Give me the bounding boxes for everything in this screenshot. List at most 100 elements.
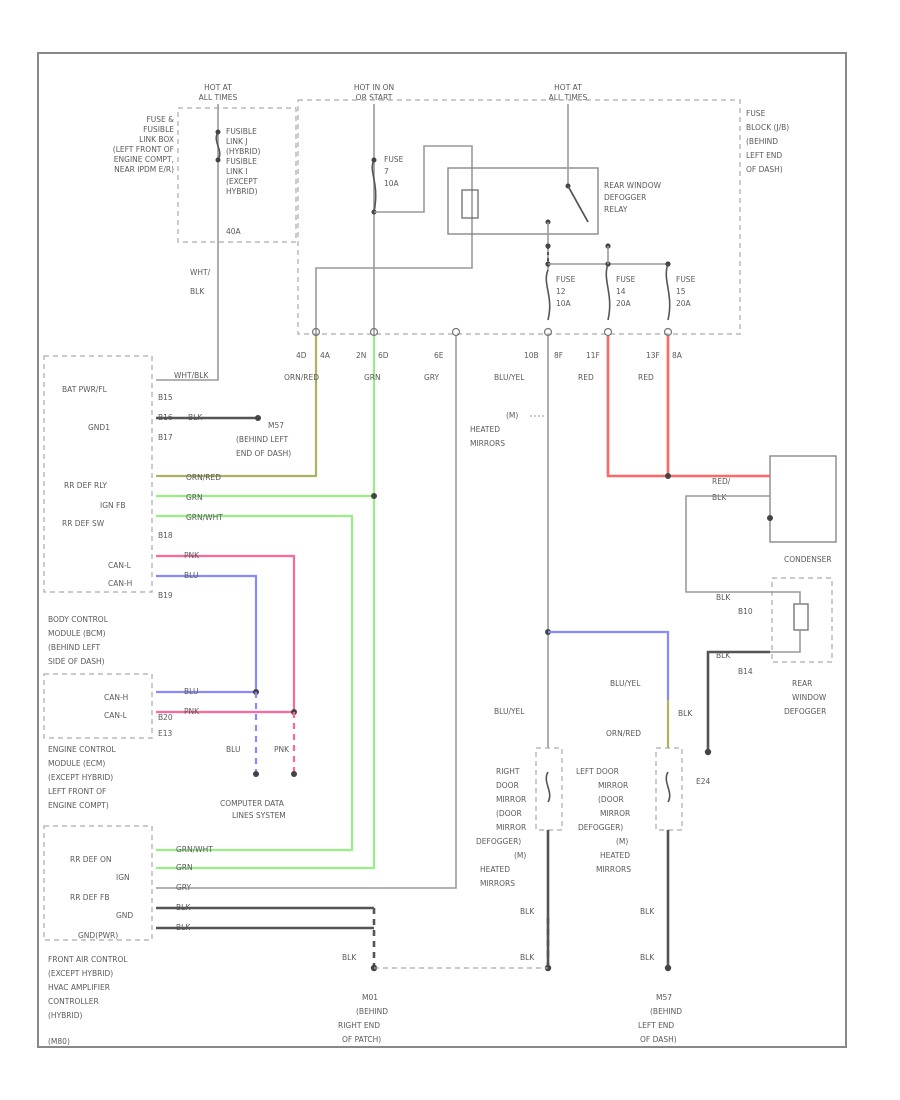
svg-text:10A: 10A <box>556 299 572 308</box>
svg-text:SIDE OF DASH): SIDE OF DASH) <box>48 657 105 666</box>
wht-blk-label: WHT/ BLK <box>190 268 211 296</box>
rear-window-defogger <box>771 577 833 663</box>
label-red-2: RED <box>638 373 654 382</box>
fuse-block-description: FUSE BLOCK (J/B) (BEHIND LEFT END OF DAS… <box>746 109 789 174</box>
svg-text:4A: 4A <box>320 351 331 360</box>
svg-text:OF PATCH): OF PATCH) <box>342 1035 381 1044</box>
fuse-block-jb <box>297 99 741 335</box>
svg-text:FUSE: FUSE <box>746 109 766 118</box>
svg-text:MIRRORS: MIRRORS <box>470 439 505 448</box>
svg-text:CONTROLLER: CONTROLLER <box>48 997 99 1006</box>
svg-text:RED/: RED/ <box>712 477 731 486</box>
svg-text:(BEHIND: (BEHIND <box>746 137 778 146</box>
svg-text:MODULE (BCM): MODULE (BCM) <box>48 629 106 638</box>
svg-text:(M): (M) <box>506 411 518 420</box>
ecm-pins: CAN-H CAN-L E13 <box>104 693 173 738</box>
fuse7-label: FUSE 7 10A <box>384 155 404 188</box>
fuse7-element <box>371 159 377 213</box>
svg-text:CAN-H: CAN-H <box>108 579 132 588</box>
fuse7-node-top <box>371 157 377 163</box>
bcm-wire-wht-blk: WHT/BLK <box>174 371 209 380</box>
svg-text:DEFOGGER): DEFOGGER) <box>476 837 521 846</box>
svg-text:11F: 11F <box>586 351 600 360</box>
wire-blu-can-h <box>156 574 258 692</box>
condenser <box>769 455 837 543</box>
hot-mid-line1: HOT IN ON <box>354 83 394 92</box>
svg-text:(HYBRID): (HYBRID) <box>48 1011 82 1020</box>
label-blk-c: BLK <box>678 709 693 718</box>
svg-text:RIGHT END: RIGHT END <box>338 1021 380 1030</box>
ground-e24: E24 <box>696 777 711 786</box>
label-blu-yel-right: BLU/YEL <box>494 707 525 716</box>
svg-text:DEFOGGER: DEFOGGER <box>604 193 646 202</box>
rear-window-defogger-relay <box>447 167 599 235</box>
svg-text:(EXCEPT HYBRID): (EXCEPT HYBRID) <box>48 773 113 782</box>
defogger-feed <box>770 591 801 604</box>
hot-in-on-or-start: HOT IN ON OR START <box>354 83 394 102</box>
wire-red-fuse14 <box>606 336 668 478</box>
svg-text:RELAY: RELAY <box>604 205 628 214</box>
svg-text:FUSIBLE: FUSIBLE <box>143 125 174 134</box>
fusible-link-node-bot <box>215 157 221 163</box>
ecm-description: ENGINE CONTROL MODULE (ECM) (EXCEPT HYBR… <box>48 745 117 810</box>
hot-left-line1: HOT AT <box>204 83 232 92</box>
fusible-link-description: FUSIBLE LINK J (HYBRID) FUSIBLE LINK I (… <box>226 127 260 236</box>
relay-label: REAR WINDOW DEFOGGER RELAY <box>604 181 662 214</box>
defogger-label: REAR WINDOW DEFOGGER <box>784 679 827 716</box>
label-gry: GRY <box>424 373 440 382</box>
engine-control-module <box>43 673 153 739</box>
label-blk-d: BLK <box>520 907 535 916</box>
svg-text:6E: 6E <box>434 351 444 360</box>
label-blk-e: BLK <box>520 953 535 962</box>
svg-text:RR DEF FB: RR DEF FB <box>70 893 109 902</box>
label-orn-red-left: ORN/RED <box>606 729 641 738</box>
svg-text:M01: M01 <box>362 993 378 1002</box>
svg-text:RR DEF SW: RR DEF SW <box>62 519 105 528</box>
label-blu-yel-top: BLU/YEL <box>494 373 525 382</box>
svg-text:COMPUTER DATA: COMPUTER DATA <box>220 799 285 808</box>
svg-text:FUSE &: FUSE & <box>146 115 174 124</box>
svg-text:6D: 6D <box>378 351 389 360</box>
svg-text:REAR: REAR <box>792 679 812 688</box>
left-mirror-element <box>665 771 671 803</box>
fuse14-label: FUSE 14 20A <box>616 275 636 308</box>
svg-text:HEATED: HEATED <box>480 865 510 874</box>
svg-text:END OF DASH): END OF DASH) <box>236 449 291 458</box>
bcm-wire-orn-red: ORN/RED <box>186 473 221 482</box>
fuse-link-box-description: FUSE & FUSIBLE LINK BOX (LEFT FRONT OF E… <box>113 115 174 174</box>
svg-text:BAT PWR/FL: BAT PWR/FL <box>62 385 108 394</box>
computer-data-lines-system: COMPUTER DATA LINES SYSTEM <box>220 799 286 820</box>
ground-e24-point <box>704 748 712 756</box>
svg-text:(LEFT FRONT OF: (LEFT FRONT OF <box>113 145 174 154</box>
svg-text:RR DEF ON: RR DEF ON <box>70 855 112 864</box>
svg-text:M57: M57 <box>656 993 672 1002</box>
ground-m01-label: M01 (BEHIND RIGHT END OF PATCH) <box>338 993 388 1044</box>
heated-mirrors-tag: (M) HEATED MIRRORS <box>470 411 518 448</box>
svg-text:40A: 40A <box>226 227 242 236</box>
svg-text:7: 7 <box>384 167 389 176</box>
data-lines-blu-label: BLU <box>226 745 240 754</box>
svg-text:B18: B18 <box>158 531 173 540</box>
diagram-frame <box>37 52 847 1048</box>
svg-text:CAN-L: CAN-L <box>108 561 132 570</box>
fusible-link-element <box>215 131 221 161</box>
label-blk-ground-m01: BLK <box>342 953 357 962</box>
svg-text:MIRRORS: MIRRORS <box>596 865 631 874</box>
svg-text:15: 15 <box>676 287 686 296</box>
bcm-ground-point <box>255 415 261 421</box>
front-air-control <box>43 825 153 941</box>
condenser-terminal <box>767 515 773 521</box>
svg-text:DEFOGGER): DEFOGGER) <box>578 823 623 832</box>
relay-coil <box>461 189 479 219</box>
svg-text:BLK: BLK <box>712 493 727 502</box>
svg-text:IGN: IGN <box>116 873 130 882</box>
wire-blk-defogger-ground <box>706 650 770 752</box>
label-orn-red: ORN/RED <box>284 373 319 382</box>
svg-text:GND1: GND1 <box>88 423 110 432</box>
svg-text:DOOR: DOOR <box>496 781 519 790</box>
svg-text:13F: 13F <box>646 351 660 360</box>
svg-text:RIGHT: RIGHT <box>496 767 520 776</box>
data-lines-pnk-label: PNK <box>274 745 290 754</box>
svg-text:(EXCEPT: (EXCEPT <box>226 177 258 186</box>
data-line-pnk-end <box>291 771 297 777</box>
